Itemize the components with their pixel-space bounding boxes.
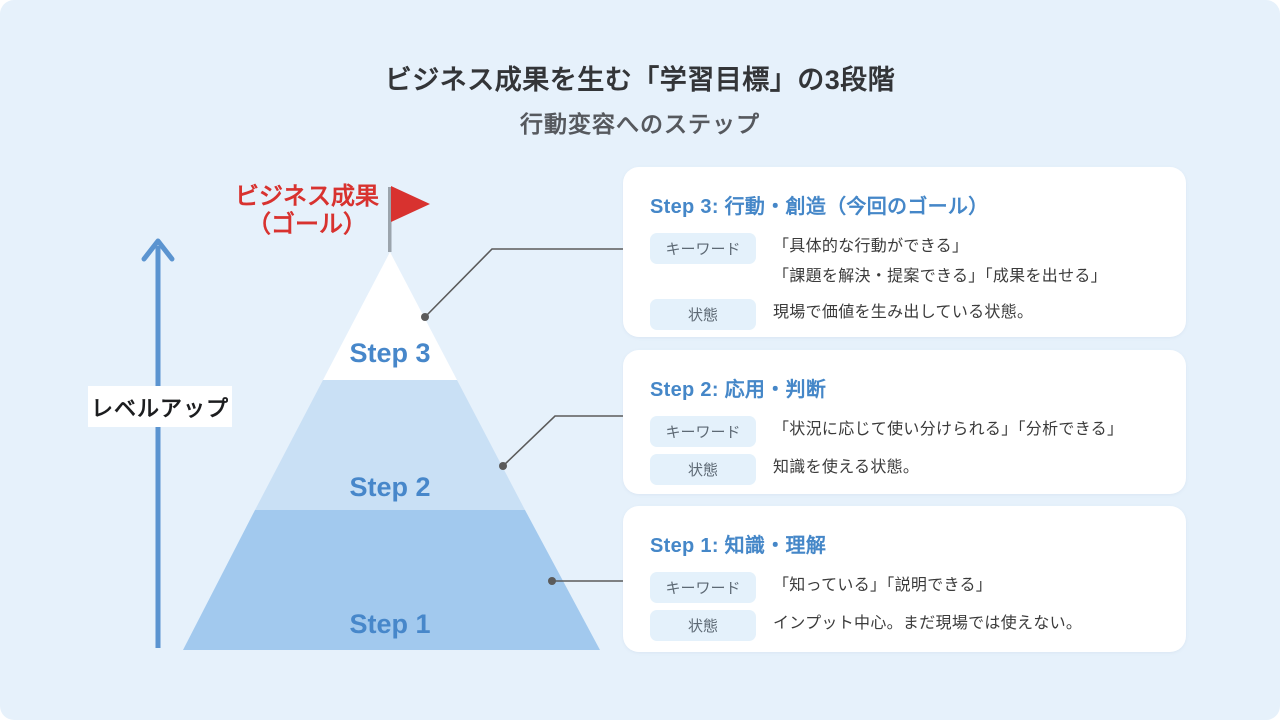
connector-step3-dot <box>421 313 429 321</box>
step1-status-text: インプット中心。まだ現場では使えない。 <box>773 615 1083 632</box>
step1-card-title: Step 1: 知識・理解 <box>650 535 827 557</box>
step1-keyword-text: 「知っている」「説明できる」 <box>773 577 993 594</box>
page-title: ビジネス成果を生む「学習目標」の3段階 <box>384 65 896 95</box>
pyramid-level-1 <box>183 510 600 650</box>
status-badge: 状態 <box>650 454 756 485</box>
keyword-badge: キーワード <box>650 233 756 264</box>
page-subtitle: 行動変容へのステップ <box>520 111 760 137</box>
flag-pole <box>388 187 392 252</box>
business-goal-line2: （ゴール） <box>247 211 367 238</box>
pyramid-step2-label: Step 2 <box>349 472 431 502</box>
step3-status-row: 状態 現場で価値を生み出している状態。 <box>650 298 1158 330</box>
connector-step2 <box>502 415 623 467</box>
level-up-label: レベルアップ <box>88 386 232 427</box>
business-goal-label: ビジネス成果 （ゴール） <box>232 183 382 239</box>
pyramid-level-3 <box>323 252 457 380</box>
page-header: ビジネス成果を生む「学習目標」の3段階 行動変容へのステップ <box>0 58 1280 139</box>
step1-card: Step 1: 知識・理解 キーワード 「知っている」「説明できる」 状態 イン… <box>623 506 1186 652</box>
step2-card-title: Step 2: 応用・判断 <box>650 379 827 401</box>
step2-card: Step 2: 応用・判断 キーワード 「状況に応じて使い分けられる」「分析でき… <box>623 350 1186 494</box>
step3-card-title: Step 3: 行動・創造（今回のゴール） <box>650 196 989 218</box>
connector-step1-dot <box>548 577 556 585</box>
step2-keyword-text: 「状況に応じて使い分けられる」「分析できる」 <box>773 421 1124 438</box>
step3-keyword-line2: 「課題を解決・提案できる」「成果を出せる」 <box>773 268 1107 285</box>
keyword-badge: キーワード <box>650 572 756 603</box>
step1-status-row: 状態 インプット中心。まだ現場では使えない。 <box>650 609 1158 641</box>
step3-keyword-text: 「具体的な行動ができる」 「課題を解決・提案できる」「成果を出せる」 <box>773 232 1107 292</box>
status-badge: 状態 <box>650 610 756 641</box>
flag-icon <box>391 186 430 222</box>
pyramid-step3-label: Step 3 <box>349 338 431 368</box>
level-up-arrow-head <box>141 238 175 262</box>
keyword-badge: キーワード <box>650 416 756 447</box>
business-goal-line1: ビジネス成果 <box>235 183 379 210</box>
pyramid-level-2 <box>255 380 525 510</box>
step2-status-row: 状態 知識を使える状態。 <box>650 453 1158 485</box>
step3-status-text: 現場で価値を生み出している状態。 <box>773 304 1034 321</box>
step2-keyword-row: キーワード 「状況に応じて使い分けられる」「分析できる」 <box>650 415 1158 447</box>
connector-step3 <box>424 248 623 318</box>
step1-keyword-row: キーワード 「知っている」「説明できる」 <box>650 571 1158 603</box>
status-badge: 状態 <box>650 299 756 330</box>
step3-keyword-row: キーワード 「具体的な行動ができる」 「課題を解決・提案できる」「成果を出せる」 <box>650 232 1158 292</box>
step3-card: Step 3: 行動・創造（今回のゴール） キーワード 「具体的な行動ができる」… <box>623 167 1186 337</box>
step3-keyword-line1: 「具体的な行動ができる」 <box>773 238 969 255</box>
connector-step2-dot <box>499 462 507 470</box>
step2-status-text: 知識を使える状態。 <box>773 459 920 476</box>
pyramid-step1-label: Step 1 <box>349 609 431 639</box>
